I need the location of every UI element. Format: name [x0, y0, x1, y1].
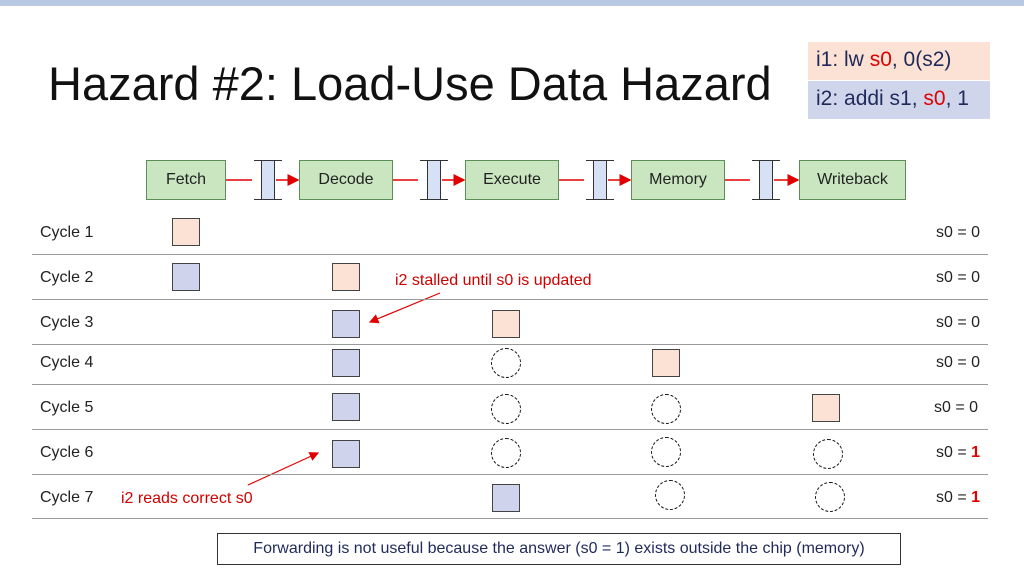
- bubble-icon: [651, 394, 681, 424]
- row-divider: [32, 429, 988, 430]
- bubble-icon: [491, 438, 521, 468]
- i2-register: s0: [923, 87, 946, 110]
- i1-box: [492, 310, 520, 338]
- reads-callout-arrow: [247, 452, 320, 486]
- stall-note: i2 stalled until s0 is updated: [395, 272, 592, 289]
- cycle-3-label: Cycle 3: [40, 314, 94, 331]
- i2-prefix: i2: addi s1,: [816, 87, 924, 110]
- footer-note: Forwarding is not useful because the ans…: [217, 533, 901, 565]
- s0-prefix: s0 =: [936, 444, 972, 461]
- top-accent-bar: [0, 0, 1024, 6]
- slide-title: Hazard #2: Load-Use Data Hazard: [48, 57, 772, 110]
- i1-suffix: , 0(s2): [891, 48, 952, 71]
- bubble-icon: [655, 480, 685, 510]
- i2-box: [332, 310, 360, 338]
- s0-prefix: s0 =: [934, 399, 970, 416]
- i1-box: [812, 394, 840, 422]
- cycle-5-label: Cycle 5: [40, 399, 94, 416]
- s0-value: 1: [971, 489, 981, 506]
- row-divider: [32, 254, 988, 255]
- cycle-3-s0: s0 = 0: [936, 314, 980, 332]
- instruction-i1: i1: lw s0, 0(s2): [808, 42, 990, 80]
- pipeline-register-mw: [752, 160, 780, 200]
- row-divider: [32, 384, 988, 385]
- cycle-6-s0: s0 = 1: [936, 444, 980, 462]
- reads-note: i2 reads correct s0: [121, 490, 253, 507]
- row-divider: [32, 299, 988, 300]
- s0-value: 0: [971, 224, 981, 241]
- s0-prefix: s0 =: [936, 224, 972, 241]
- stage-decode: Decode: [299, 160, 393, 200]
- s0-value: 0: [971, 354, 981, 371]
- s0-prefix: s0 =: [936, 354, 972, 371]
- cycle-1-s0: s0 = 0: [936, 224, 980, 242]
- s0-value: 1: [971, 444, 981, 461]
- pipeline-register-fd: [254, 160, 282, 200]
- cycle-1-label: Cycle 1: [40, 224, 94, 241]
- s0-prefix: s0 =: [936, 314, 972, 331]
- i2-box: [332, 349, 360, 377]
- i2-box: [332, 393, 360, 421]
- cycle-7-label: Cycle 7: [40, 489, 94, 506]
- cycle-4-s0: s0 = 0: [936, 354, 980, 372]
- s0-value: 0: [971, 314, 981, 331]
- stage-execute: Execute: [465, 160, 559, 200]
- s0-prefix: s0 =: [936, 269, 972, 286]
- bubble-icon: [815, 482, 845, 512]
- i2-box: [332, 440, 360, 468]
- pipeline-register-em: [586, 160, 614, 200]
- s0-value: 0: [969, 399, 979, 416]
- i1-box: [172, 218, 200, 246]
- i1-box: [652, 349, 680, 377]
- cycle-2-s0: s0 = 0: [936, 269, 980, 287]
- bubble-icon: [491, 348, 521, 378]
- stage-writeback: Writeback: [799, 160, 906, 200]
- i1-register: s0: [869, 48, 892, 71]
- cycle-7-s0: s0 = 1: [936, 489, 980, 507]
- bubble-icon: [813, 439, 843, 469]
- i2-box: [172, 263, 200, 291]
- s0-value: 0: [971, 269, 981, 286]
- row-divider: [32, 518, 988, 519]
- i1-prefix: i1: lw: [816, 48, 870, 71]
- stage-fetch: Fetch: [146, 160, 226, 200]
- stall-callout-arrow: [368, 292, 441, 324]
- cycle-6-label: Cycle 6: [40, 444, 94, 461]
- cycle-4-label: Cycle 4: [40, 354, 94, 371]
- bubble-icon: [491, 394, 521, 424]
- bubble-icon: [651, 437, 681, 467]
- i1-box: [332, 263, 360, 291]
- row-divider: [32, 474, 988, 475]
- row-divider: [32, 344, 988, 345]
- cycle-2-label: Cycle 2: [40, 269, 94, 286]
- cycle-5-s0: s0 = 0: [934, 399, 978, 417]
- i2-box: [492, 484, 520, 512]
- i2-suffix: , 1: [945, 87, 969, 110]
- pipeline-register-de: [420, 160, 448, 200]
- stage-memory: Memory: [631, 160, 725, 200]
- s0-prefix: s0 =: [936, 489, 972, 506]
- instruction-i2: i2: addi s1, s0, 1: [808, 81, 990, 119]
